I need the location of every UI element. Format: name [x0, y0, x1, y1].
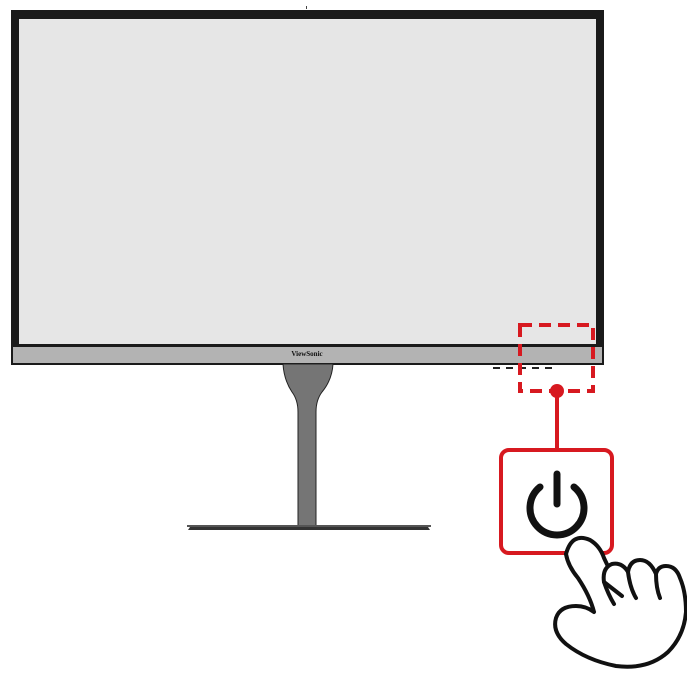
monitor: ViewSonic — [11, 6, 604, 365]
stand-neck — [282, 363, 334, 528]
top-sensor — [306, 6, 307, 9]
brand-logo: ViewSonic — [291, 350, 322, 358]
monitor-stand — [187, 363, 431, 530]
pointing-hand-icon — [553, 535, 687, 669]
monitor-chin — [13, 347, 602, 363]
power-icon — [526, 470, 588, 539]
stand-base — [188, 527, 430, 530]
monitor-screen — [19, 19, 596, 344]
stand-base-edge — [187, 525, 431, 527]
